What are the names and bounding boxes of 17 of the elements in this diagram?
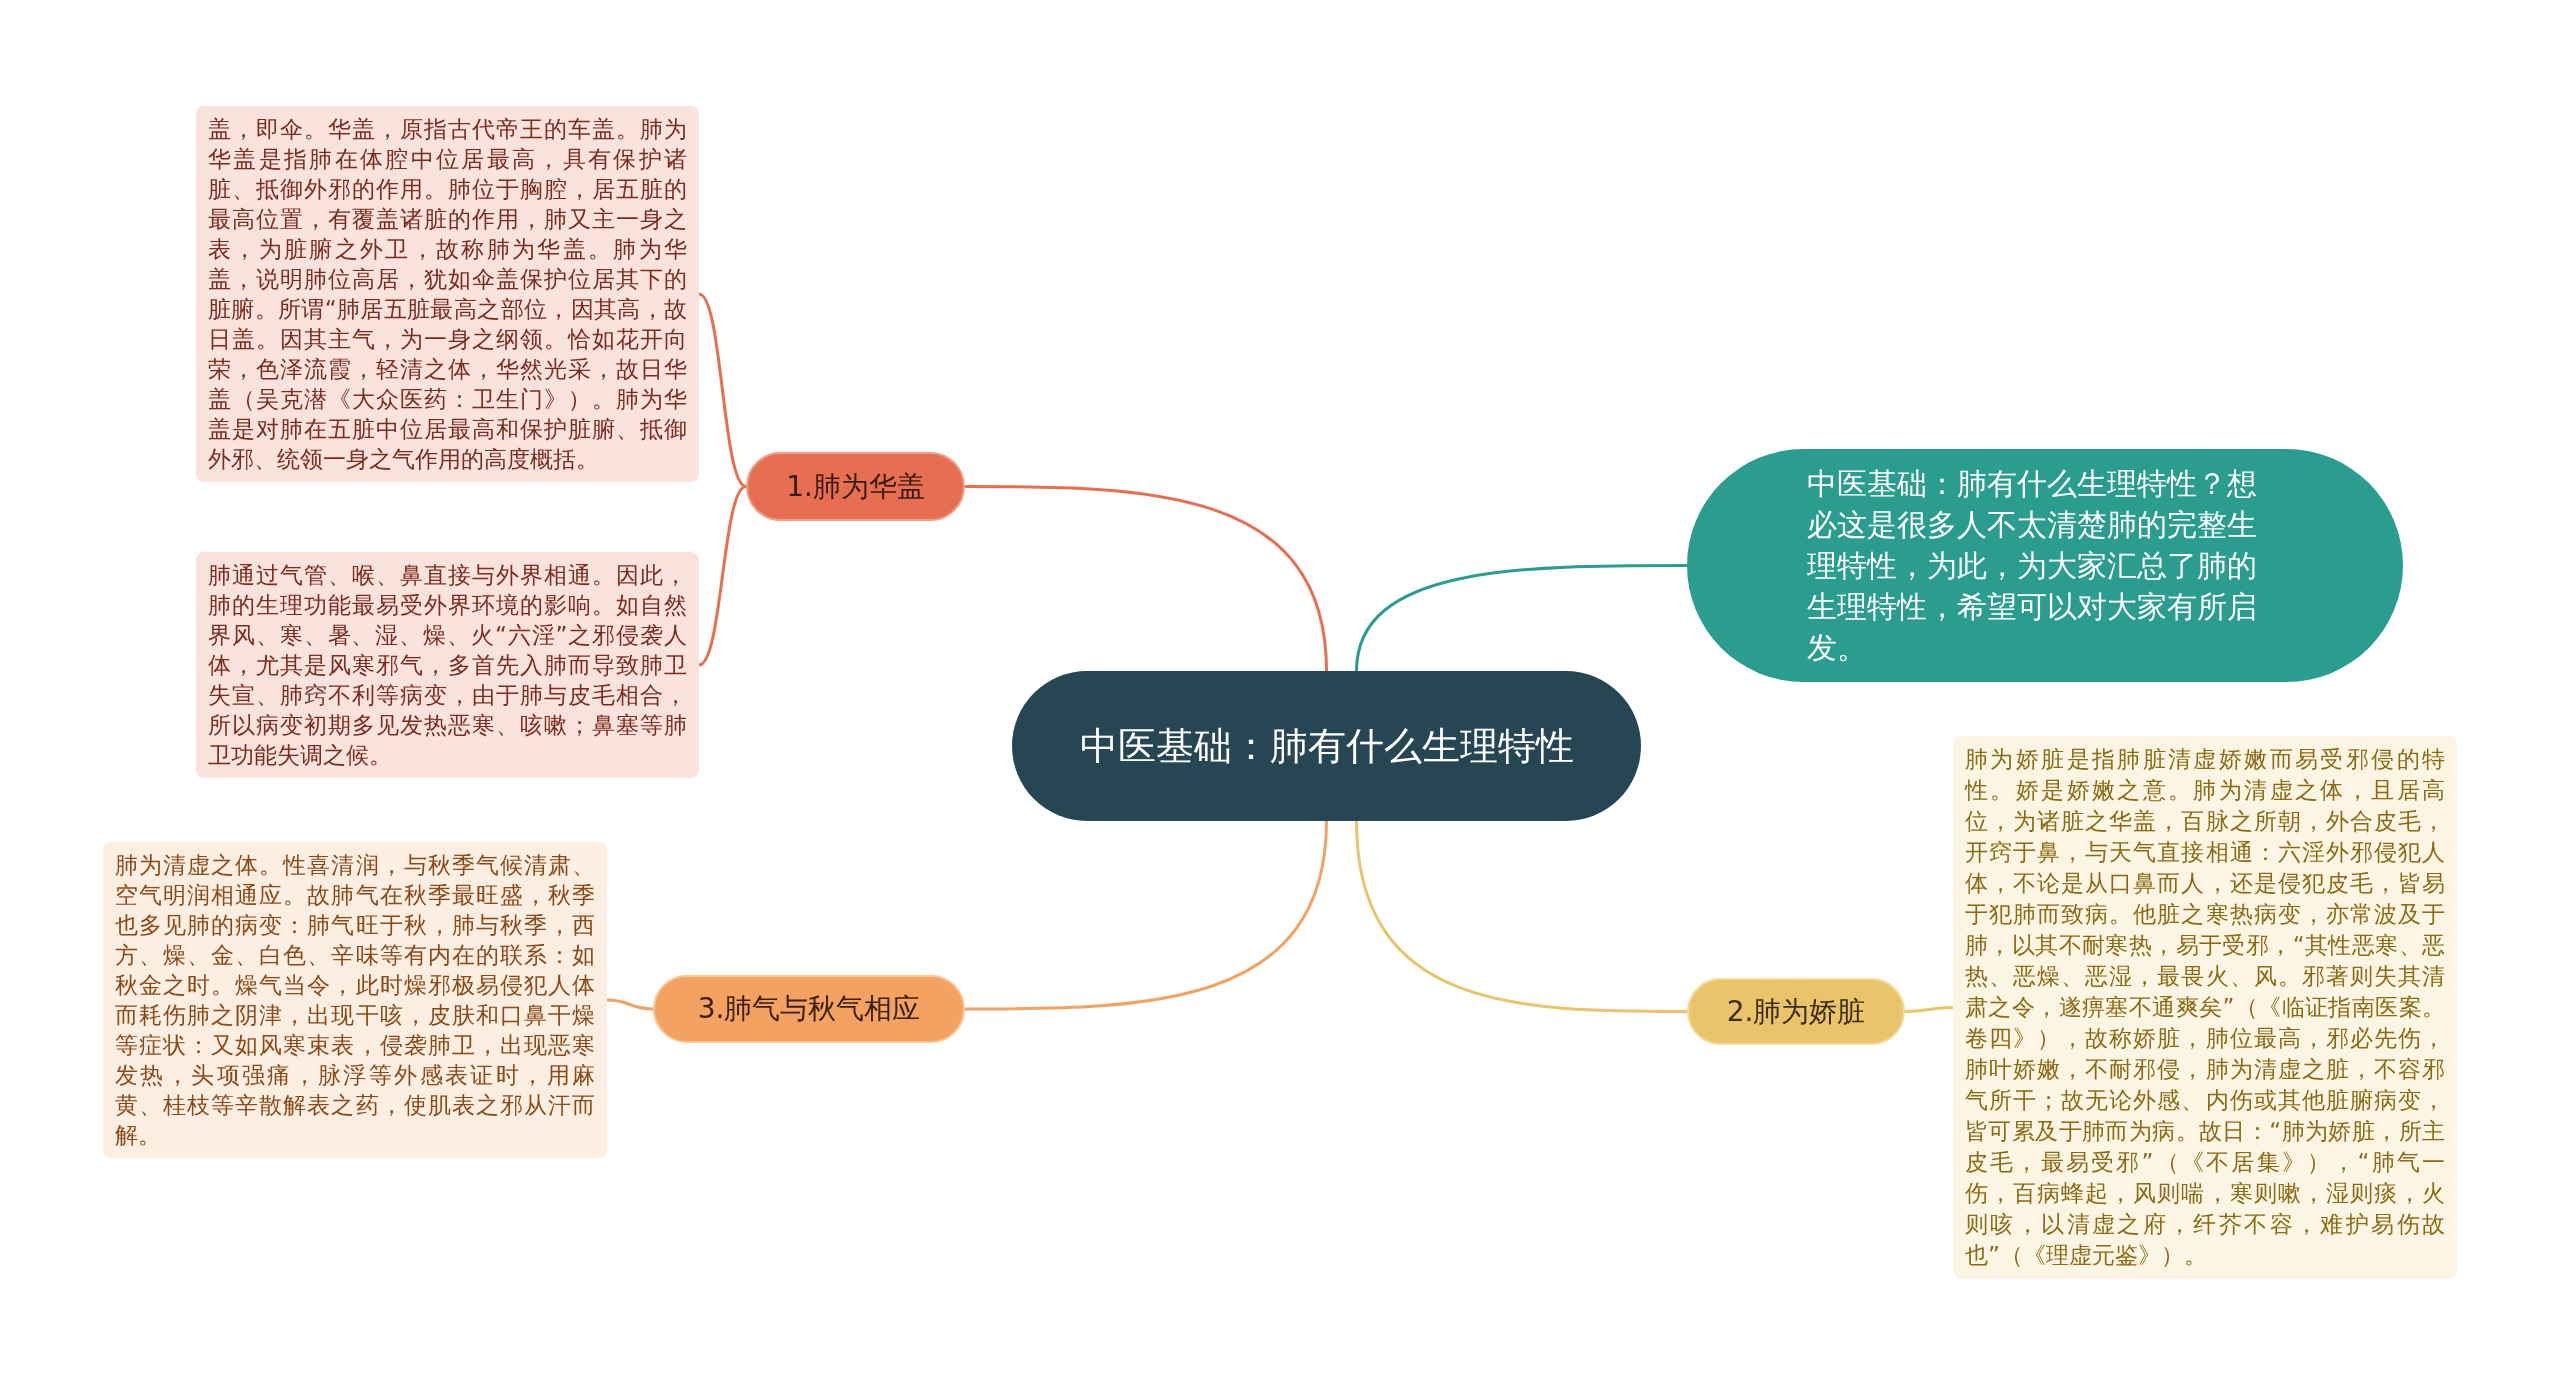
connector — [1355, 564, 1687, 672]
intro-bubble: 中医基础：肺有什么生理特性？想必这是很多人不太清楚肺的完整生理特性，为此，为大家汇总了肺的生理特性，希望可以对大家有所启发。 — [1687, 449, 2403, 682]
topic-pill: 1.肺为华盖 — [746, 452, 965, 521]
note-card: 肺为娇脏是指肺脏清虚娇嫩而易受邪侵的特性。娇是娇嫩之意。肺为清虚之体，且居高位，为诸脏之华盖，百脉之所朝，外合皮毛，开窍于鼻，与天气直接相通：六淫外邪侵犯人体，不论是从口鼻而人，还是侵犯皮毛，皆易于犯肺而致病。他脏之寒热病变，亦常波及于肺，以其不耐寒热，易于受邪，“其性恶寒、恶热、恶燥、恶湿，最畏火、风。邪著则失其清肃之令，遂痹塞不通爽矣”（《临证指南医案。卷四》），故称娇脏，肺位最高，邪必先伤，肺叶娇嫩，不耐邪侵，肺为清虚之脏，不容邪气所干；故无论外感、内伤或其他脏腑病变，皆可累及于肺而为病。故日：“肺为娇脏，所主皮毛，最易受邪”（《不居集》），“肺气一伤，百病蜂起，风则喘，寒则嗽，湿则痰，火则咳，以清虚之府，纤芥不容，难护易伤故也”（《理虚元鉴》）。 — [1953, 736, 2457, 1279]
topic-pill: 3.肺气与秋气相应 — [653, 975, 965, 1043]
topic-pill: 2.肺为娇脏 — [1687, 978, 1905, 1045]
note-card: 肺为清虚之体。性喜清润，与秋季气候清肃、空气明润相通应。故肺气在秋季最旺盛，秋季也多见肺的病变：肺气旺于秋，肺与秋季，西方、燥、金、白色、辛味等有内在的联系：如秋金之时。燥气当令，此时燥邪极易侵犯人体而耗伤肺之阴津，出现干咳，皮肤和口鼻干燥等症状：又如风寒束表，侵袭肺卫，出现恶寒发热，头项强痛，脉浮等外感表证时，用麻黄、桂枝等辛散解表之药，使肌表之邪从汗而解。 — [103, 842, 607, 1158]
connector — [1904, 1006, 1954, 1013]
note-card: 肺通过气管、喉、鼻直接与外界相通。因此，肺的生理功能最易受外界环境的影响。如自然界风、寒、暑、湿、燥、火“六淫”之邪侵袭人体，尤其是风寒邪气，多首先入肺而导致肺卫失宣、肺窍不利等病变，由于肺与皮毛相合，所以病变初期多见发热恶寒、咳嗽；鼻塞等肺卫功能失调之候。 — [196, 552, 699, 778]
connector — [698, 292, 747, 488]
connector — [698, 485, 747, 667]
connector — [965, 820, 1328, 1011]
connector — [1355, 820, 1687, 1013]
central-topic: 中医基础：肺有什么生理特性 — [1012, 671, 1641, 821]
connector — [606, 998, 654, 1011]
connector — [965, 485, 1328, 672]
note-card: 盖，即伞。华盖，原指古代帝王的车盖。肺为华盖是指肺在体腔中位居最高，具有保护诸脏、抵御外邪的作用。肺位于胸腔，居五脏的最高位置，有覆盖诸脏的作用，肺又主一身之表，为脏腑之外卫，故称肺为华盖。肺为华盖，说明肺位高居，犹如伞盖保护位居其下的脏腑。所谓“肺居五脏最高之部位，因其高，故日盖。因其主气，为一身之纲领。恰如花开向荣，色泽流霞，轻清之体，华然光采，故日华盖（吴克潜《大众医药：卫生门》）。肺为华盖是对肺在五脏中位居最高和保护脏腑、抵御外邪、统领一身之气作用的高度概括。 — [196, 106, 699, 482]
